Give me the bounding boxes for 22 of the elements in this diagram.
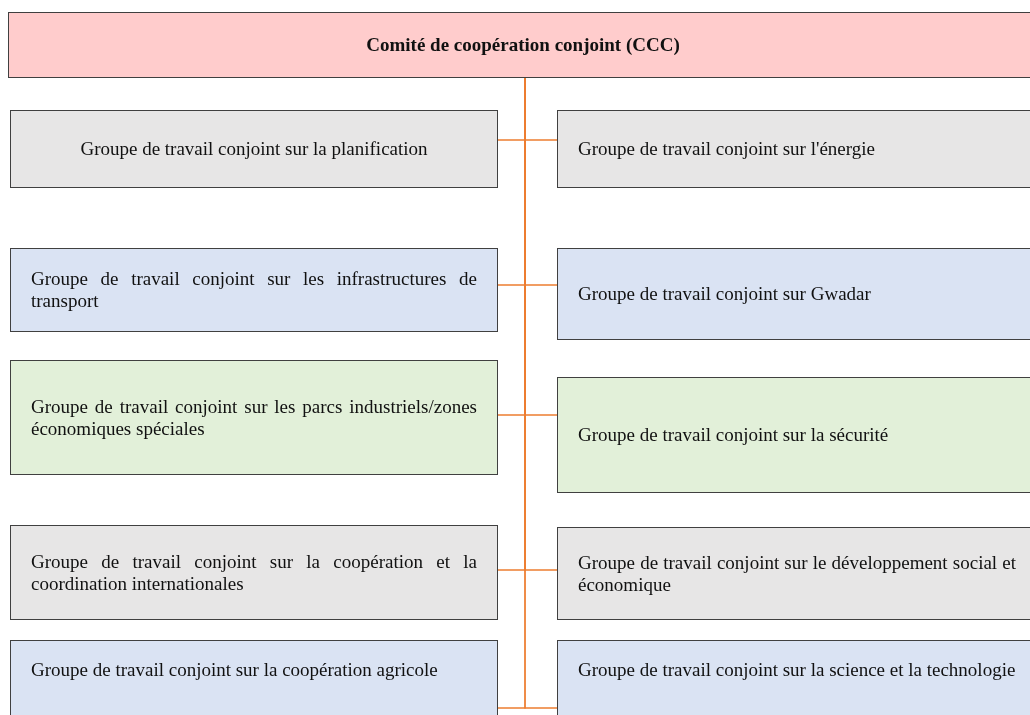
working-group-box [557,527,1030,620]
working-group-box [557,248,1030,340]
working-group-box [10,110,498,188]
box-text: Groupe de travail conjoint sur la sécurité [578,424,890,446]
box-text: Groupe de travail conjoint sur les parcs industriels/zones économiques spéciales [31,395,477,440]
working-group-box [10,248,498,332]
working-group-box [10,525,498,620]
committee-box [8,12,1030,78]
box-text: Groupe de travail conjoint sur la coopération et la coordination internationales [31,550,477,595]
working-group-box [10,640,498,715]
box-text: Comité de coopération conjoint (CCC) [365,34,681,56]
box-text: Groupe de travail conjoint sur le développement social et économique [578,551,1016,596]
working-group-box [557,377,1030,493]
working-group-box [10,360,498,475]
box-text: Groupe de travail conjoint sur l'énergie [578,138,876,160]
box-text: Groupe de travail conjoint sur les infrastructures de transport [31,268,477,312]
box-text: Groupe de travail conjoint sur la science et la technologie [578,659,1016,681]
box-text: Groupe de travail conjoint sur la coopération agricole [31,659,439,681]
working-group-box [557,110,1030,188]
box-text: Groupe de travail conjoint sur Gwadar [578,283,872,305]
box-text: Groupe de travail conjoint sur la planification [79,138,429,160]
working-group-box [557,640,1030,715]
